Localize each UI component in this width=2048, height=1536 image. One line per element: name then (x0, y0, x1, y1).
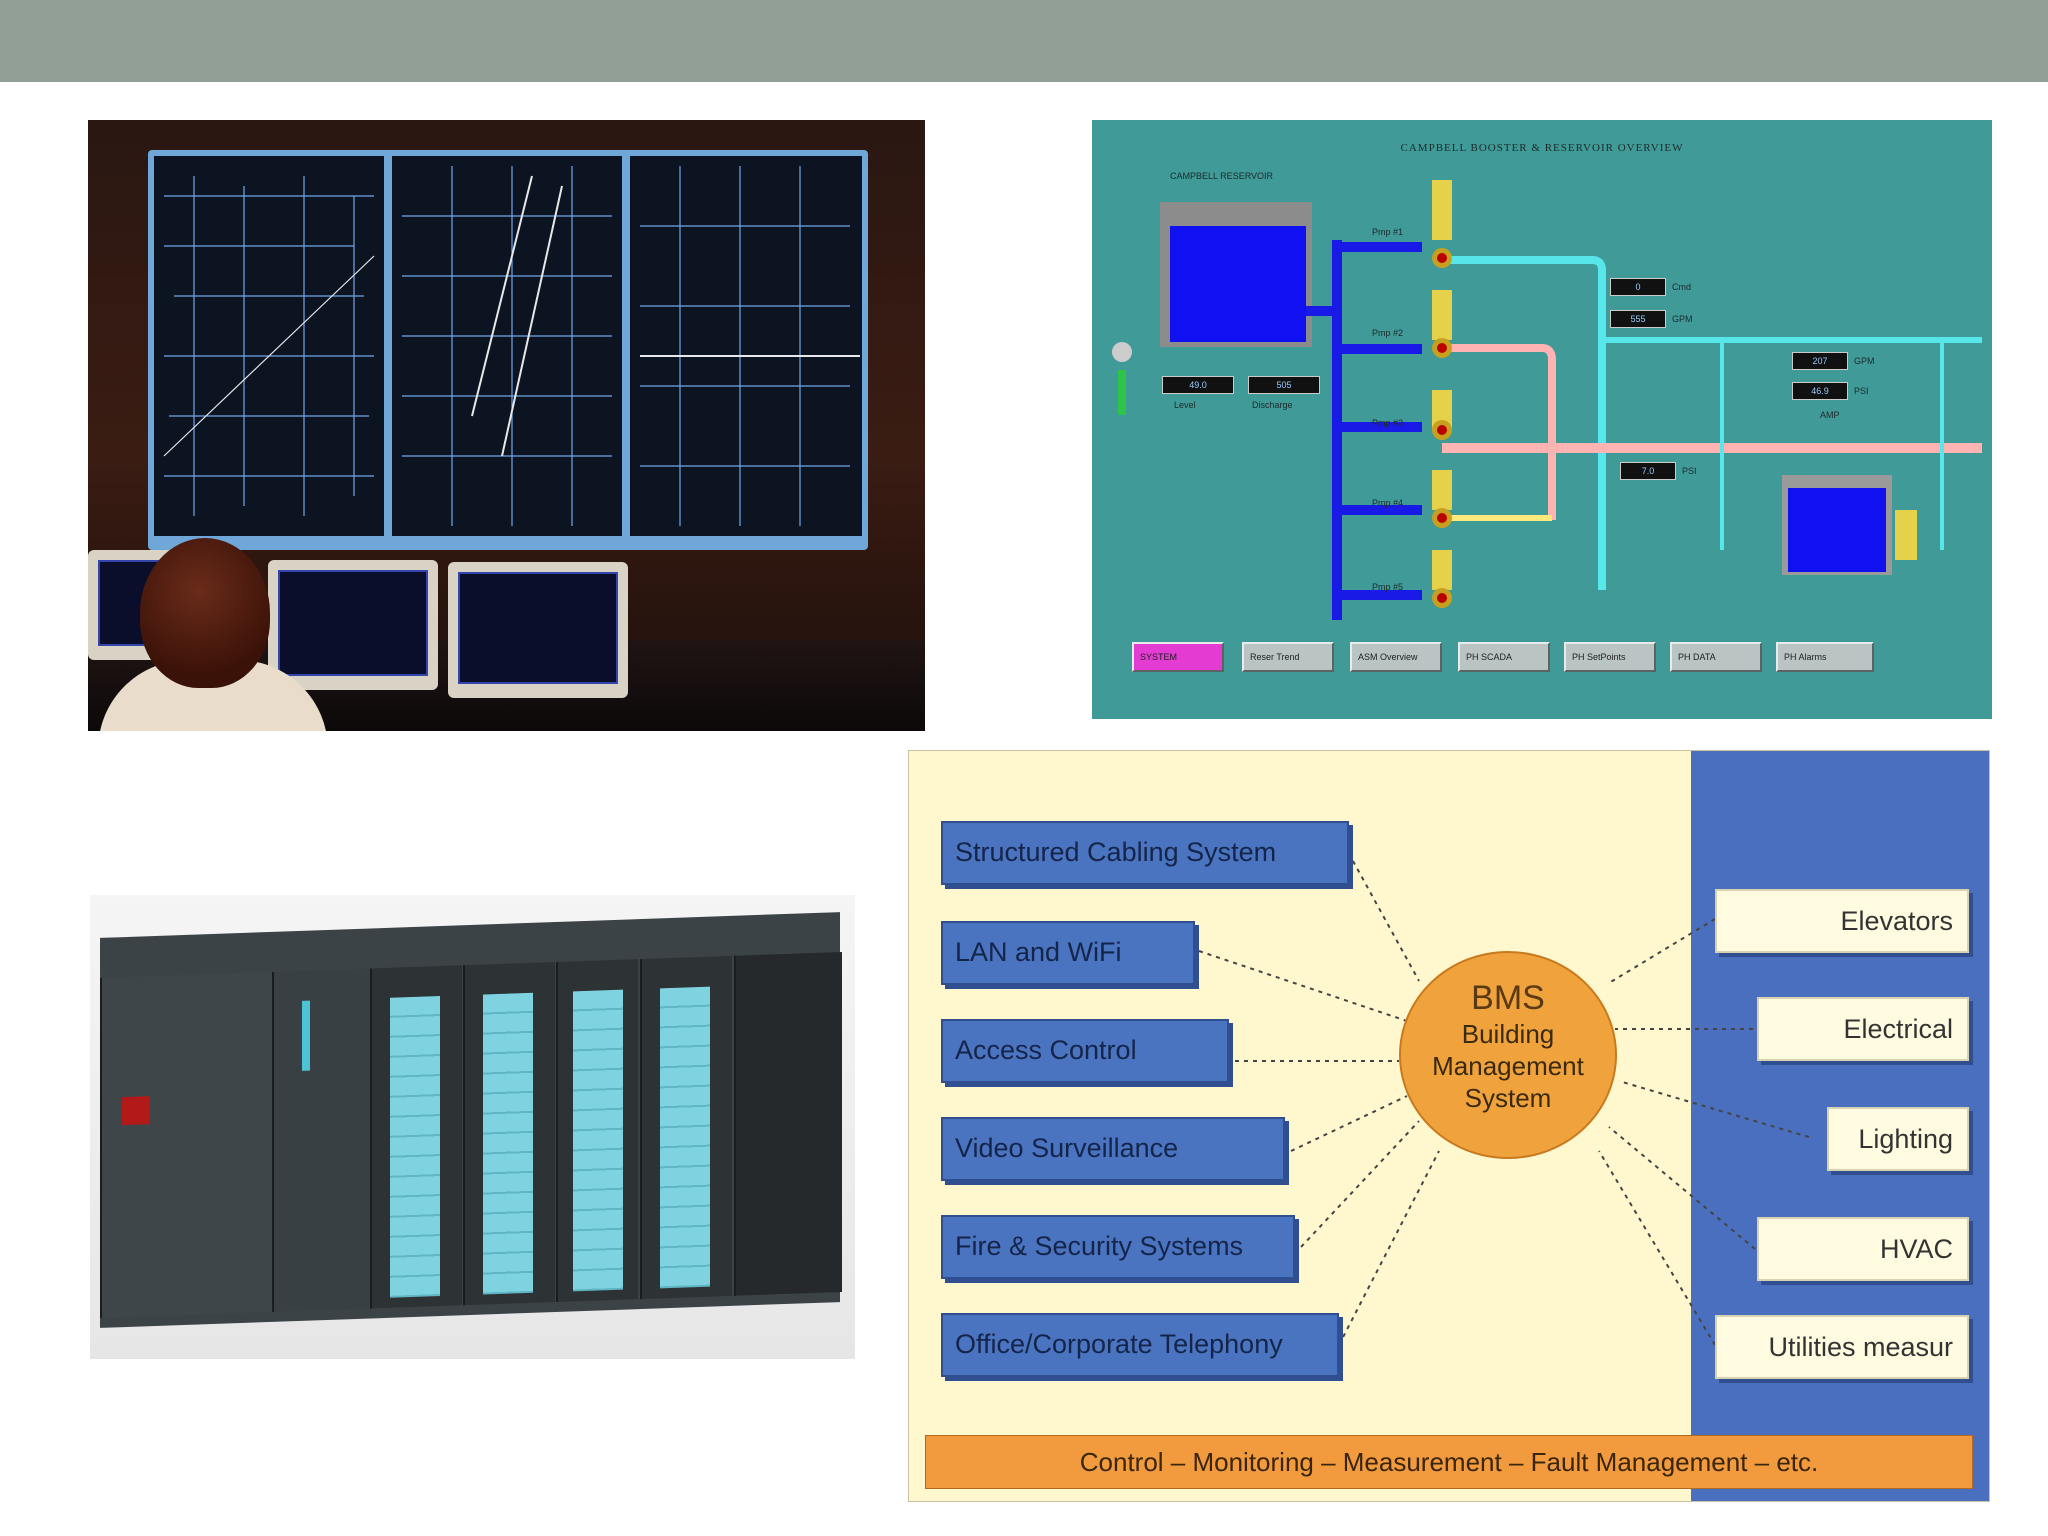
pump-label: Pmp #2 (1372, 328, 1404, 338)
readout-label: GPM (1672, 314, 1693, 324)
bms-item-fire-security: Fire & Security Systems (941, 1215, 1295, 1279)
scada-nav-button[interactable]: PH DATA (1670, 642, 1762, 672)
desk-monitor (448, 562, 628, 698)
scada-title: CAMPBELL BOOSTER & RESERVOIR OVERVIEW (1400, 142, 1684, 154)
bms-item-lan-wifi: LAN and WiFi (941, 921, 1195, 985)
bms-item-hvac: HVAC (1757, 1217, 1969, 1281)
gpm-readout: 555 (1610, 310, 1666, 328)
psi-readout: 46.9 (1792, 382, 1848, 400)
video-wall-screen (392, 156, 622, 536)
bms-hub-line: System (1464, 1083, 1552, 1113)
readout-label: Level (1174, 400, 1196, 410)
operator-head (140, 538, 270, 688)
scada-nav-button[interactable]: PH SCADA (1458, 642, 1550, 672)
status-led-icon (122, 1096, 150, 1126)
bms-item-video-surveillance: Video Surveillance (941, 1117, 1285, 1181)
plc-io-module (370, 965, 462, 1309)
scada-reservoir-label: CAMPBELL RESERVOIR (1170, 171, 1274, 181)
readout-label: PSI (1682, 466, 1697, 476)
video-wall-screen (154, 156, 384, 536)
bms-footer-bar: Control – Monitoring – Measurement – Fau… (925, 1435, 1973, 1489)
bms-hub-circle: BMS Building Management System (1399, 951, 1617, 1159)
plc-cpu-module (272, 968, 369, 1312)
bms-hub-line: Management (1432, 1051, 1584, 1081)
scada-nav-button[interactable]: PH SetPoints (1564, 642, 1656, 672)
readout-label: AMP (1820, 410, 1840, 420)
bms-item-elevators: Elevators (1715, 889, 1969, 953)
scada-nav-button[interactable]: SYSTEM (1132, 642, 1224, 672)
control-room-photo (88, 120, 925, 731)
readout-label: Cmd (1672, 282, 1692, 292)
pump-label: Pmp #3 (1372, 418, 1404, 428)
gpm-readout: 207 (1792, 352, 1848, 370)
plc-io-module (556, 959, 638, 1302)
bms-item-electrical: Electrical (1757, 997, 1969, 1061)
readout-label: Discharge (1252, 400, 1293, 410)
psi-readout: 7.0 (1620, 462, 1676, 480)
discharge-readout: 505 (1248, 376, 1320, 394)
readout-label: GPM (1854, 356, 1875, 366)
pump-label: Pmp #1 (1372, 227, 1404, 237)
plc-power-supply (100, 971, 272, 1318)
bms-hub-title: BMS (1471, 979, 1545, 1017)
plc-end-module (734, 952, 842, 1296)
bms-diagram: Structured Cabling System LAN and WiFi A… (908, 750, 1990, 1502)
bms-item-utilities: Utilities measur (1715, 1315, 1969, 1379)
bms-item-structured-cabling: Structured Cabling System (941, 821, 1349, 885)
plc-rack (100, 912, 842, 1328)
scada-piping-diagram (1112, 180, 1982, 620)
video-wall-screen (630, 156, 862, 536)
pump-label: Pmp #4 (1372, 498, 1404, 508)
readout-label: PSI (1854, 386, 1869, 396)
bms-connector-lines (1198, 860, 1810, 1346)
plc-io-module (640, 955, 732, 1300)
cmd-readout: 0 (1610, 278, 1666, 296)
desk-monitor (268, 560, 438, 690)
bms-item-telephony: Office/Corporate Telephony (941, 1313, 1339, 1377)
pump-label: Pmp #5 (1372, 582, 1404, 592)
plc-hardware-photo (90, 895, 855, 1359)
scada-nav-button[interactable]: PH Alarms (1776, 642, 1874, 672)
scada-overview-screen: CAMPBELL BOOSTER & RESERVOIR OVERVIEW CA… (1092, 120, 1992, 719)
video-wall (148, 150, 868, 550)
scada-nav-button[interactable]: Reser Trend (1242, 642, 1334, 672)
level-readout: 49.0 (1162, 376, 1234, 394)
bms-item-lighting: Lighting (1827, 1107, 1969, 1171)
bms-item-access-control: Access Control (941, 1019, 1229, 1083)
slide-header-bar (0, 0, 2048, 82)
bms-hub-line: Building (1461, 1019, 1555, 1049)
plc-io-module (463, 962, 555, 1306)
scada-nav-button[interactable]: ASM Overview (1350, 642, 1442, 672)
